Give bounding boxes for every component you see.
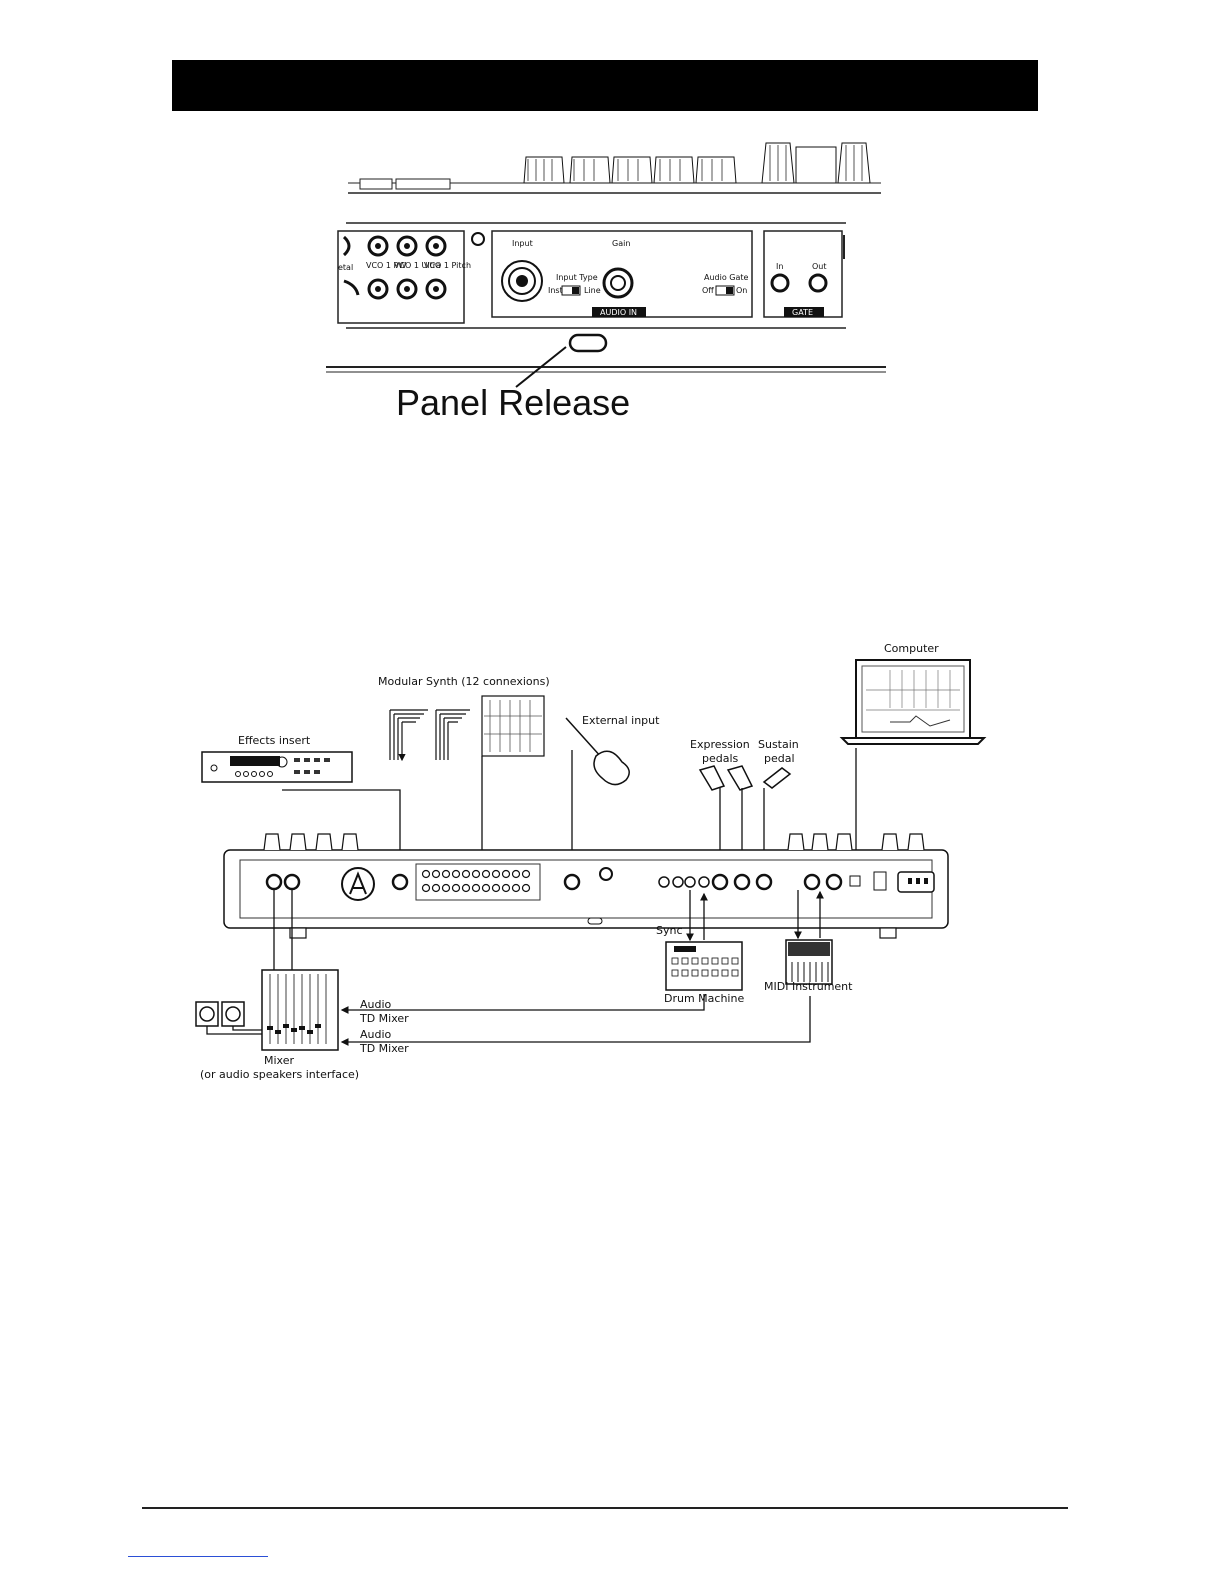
label-external-input: External input	[582, 714, 660, 727]
label-gate: GATE	[792, 308, 813, 317]
effects-insert-icon	[201, 751, 353, 783]
modular-synth-icon	[389, 695, 545, 760]
label-audio-gate: Audio Gate	[704, 273, 749, 282]
midi-instrument-icon	[785, 939, 833, 985]
label-audio-1: Audio	[360, 998, 392, 1011]
label-audio-2: Audio	[360, 1028, 392, 1041]
label-mixer-sub: (or audio speakers interface)	[200, 1068, 359, 1081]
label-modular-synth: Modular Synth (12 connexions)	[378, 675, 550, 688]
guitar-icon	[565, 717, 630, 786]
label-vco-pw: VCO 1 PW	[366, 261, 406, 270]
panel-release-figure: etal VCO 1 PW VCO 1 Ultra VCO 1 Pitch In…	[326, 135, 886, 425]
synth-rear-panel	[223, 833, 949, 939]
label-effects-insert: Effects insert	[238, 734, 311, 747]
sustain-pedal-icon	[762, 767, 792, 789]
speaker-icon	[195, 1001, 245, 1027]
footer-link-underline[interactable]	[128, 1556, 268, 1557]
footer-rule	[142, 1507, 1068, 1509]
label-out: Out	[812, 262, 827, 271]
label-td-mixer-2: TD Mixer	[359, 1042, 409, 1055]
computer-icon	[839, 659, 987, 745]
label-in: In	[776, 262, 783, 271]
knob-row	[523, 142, 871, 184]
connections-illustration: Computer Modular Synth (12 connexions) E…	[195, 642, 987, 1081]
label-vco-ultra: VCO 1 Ultra	[394, 261, 441, 270]
label-inst: Inst.	[548, 286, 565, 295]
label-gain: Gain	[612, 239, 630, 248]
label-input: Input	[512, 239, 533, 248]
drum-machine-icon	[665, 941, 743, 991]
label-expression-2: pedals	[702, 752, 739, 765]
panel-release-illustration: etal VCO 1 PW VCO 1 Ultra VCO 1 Pitch In…	[326, 142, 886, 423]
label-on: On	[736, 286, 747, 295]
label-expression-1: Expression	[690, 738, 750, 751]
panel-release-callout: Panel Release	[396, 382, 630, 423]
label-computer: Computer	[884, 642, 939, 655]
connections-figure: Computer Modular Synth (12 connexions) E…	[190, 638, 990, 1088]
label-mixer: Mixer	[264, 1054, 294, 1067]
label-vco-pitch: VCO 1 Pitch	[424, 261, 471, 270]
label-td-mixer-1: TD Mixer	[359, 1012, 409, 1025]
label-metal: etal	[338, 263, 353, 272]
label-off: Off	[702, 286, 714, 295]
label-line: Line	[584, 286, 601, 295]
label-sustain-1: Sustain	[758, 738, 799, 751]
label-input-type: Input Type	[556, 273, 598, 282]
panel-release-button	[568, 333, 608, 353]
label-sync: Sync	[656, 924, 683, 937]
header-bar	[172, 60, 1038, 111]
label-sustain-2: pedal	[764, 752, 795, 765]
label-midi-instrument: MIDI Instrument	[764, 980, 853, 993]
expression-pedals-icon	[698, 765, 754, 791]
mixer-icon	[261, 969, 339, 1051]
label-audio-in: AUDIO IN	[600, 308, 637, 317]
